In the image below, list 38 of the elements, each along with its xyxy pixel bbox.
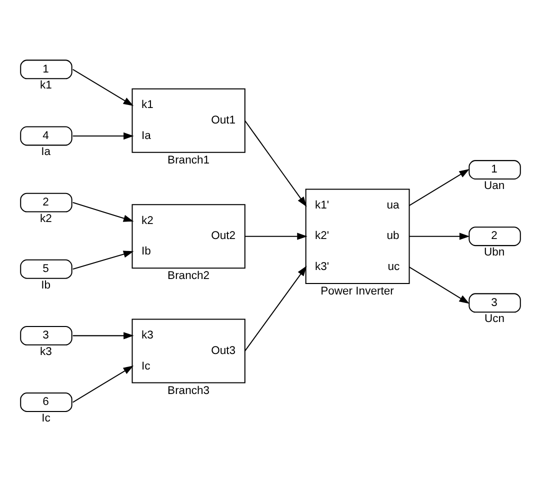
arrow [409,232,470,240]
node-box: 3 [20,326,72,346]
node-label: k1 [40,80,52,92]
node-box: k3 Out3 Ic [132,318,246,384]
node-label: Ucn [484,313,505,326]
arrow [72,250,134,270]
arrow [409,168,470,206]
arrow [72,132,134,140]
node-label: Branch1 [168,154,210,166]
node-box: 6 [20,392,72,412]
node-label: Branch2 [168,270,210,282]
arrow [244,232,308,240]
node-box: 2 [20,192,72,212]
node-box: 5 [20,259,72,279]
node-label: k3 [40,346,52,358]
node-label: Ia [41,146,50,158]
node-label: Ic [42,412,50,425]
node-label: Branch3 [168,384,210,397]
node-box: 3 [468,293,521,313]
node-label: Ubn [484,246,505,259]
node-box: k2 Out2 Ib [132,204,246,269]
arrow [72,68,134,106]
arrow [72,366,134,403]
arrow [72,202,134,222]
arrow [244,120,307,207]
node-box: 1 [468,160,521,180]
node-label: Power Inverter [320,286,394,298]
arrow [72,332,134,340]
node-box: 4 [20,126,72,146]
node-box: 1 [20,60,72,80]
node-box: k1' ua k2' ub k3' uc [305,188,410,284]
arrow [244,266,307,352]
node-box: 2 [468,226,521,246]
node-box: k1 Out1 Ia [132,88,246,153]
node-label: Ib [41,279,50,292]
arrow [409,266,470,304]
node-label: k2 [40,212,52,225]
node-label: Uan [484,180,505,192]
